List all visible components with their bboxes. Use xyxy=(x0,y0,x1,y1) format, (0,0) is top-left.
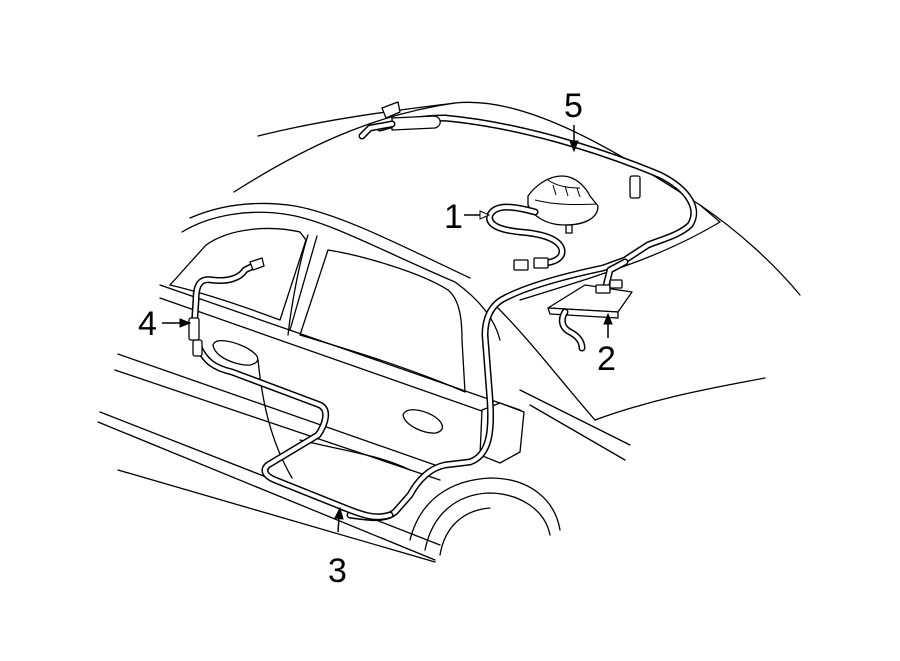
amplifier-module xyxy=(547,258,633,352)
callout-label-4: 4 xyxy=(138,305,157,343)
antenna-assembly xyxy=(486,175,599,271)
callout-label-2: 2 xyxy=(597,340,616,378)
callout-2: 2 xyxy=(597,312,616,378)
lower-harness-cable xyxy=(192,339,394,521)
extension-cable xyxy=(188,257,265,341)
callout-5: 5 xyxy=(564,87,583,153)
callout-1: 1 xyxy=(444,198,491,236)
callout-label-1: 1 xyxy=(444,198,463,236)
callout-label-3: 3 xyxy=(328,552,347,590)
callout-4: 4 xyxy=(138,305,192,343)
callout-label-5: 5 xyxy=(564,87,583,125)
roof-harness-cable xyxy=(346,101,698,522)
callout-3: 3 xyxy=(328,506,347,590)
vehicle-body xyxy=(97,101,801,563)
